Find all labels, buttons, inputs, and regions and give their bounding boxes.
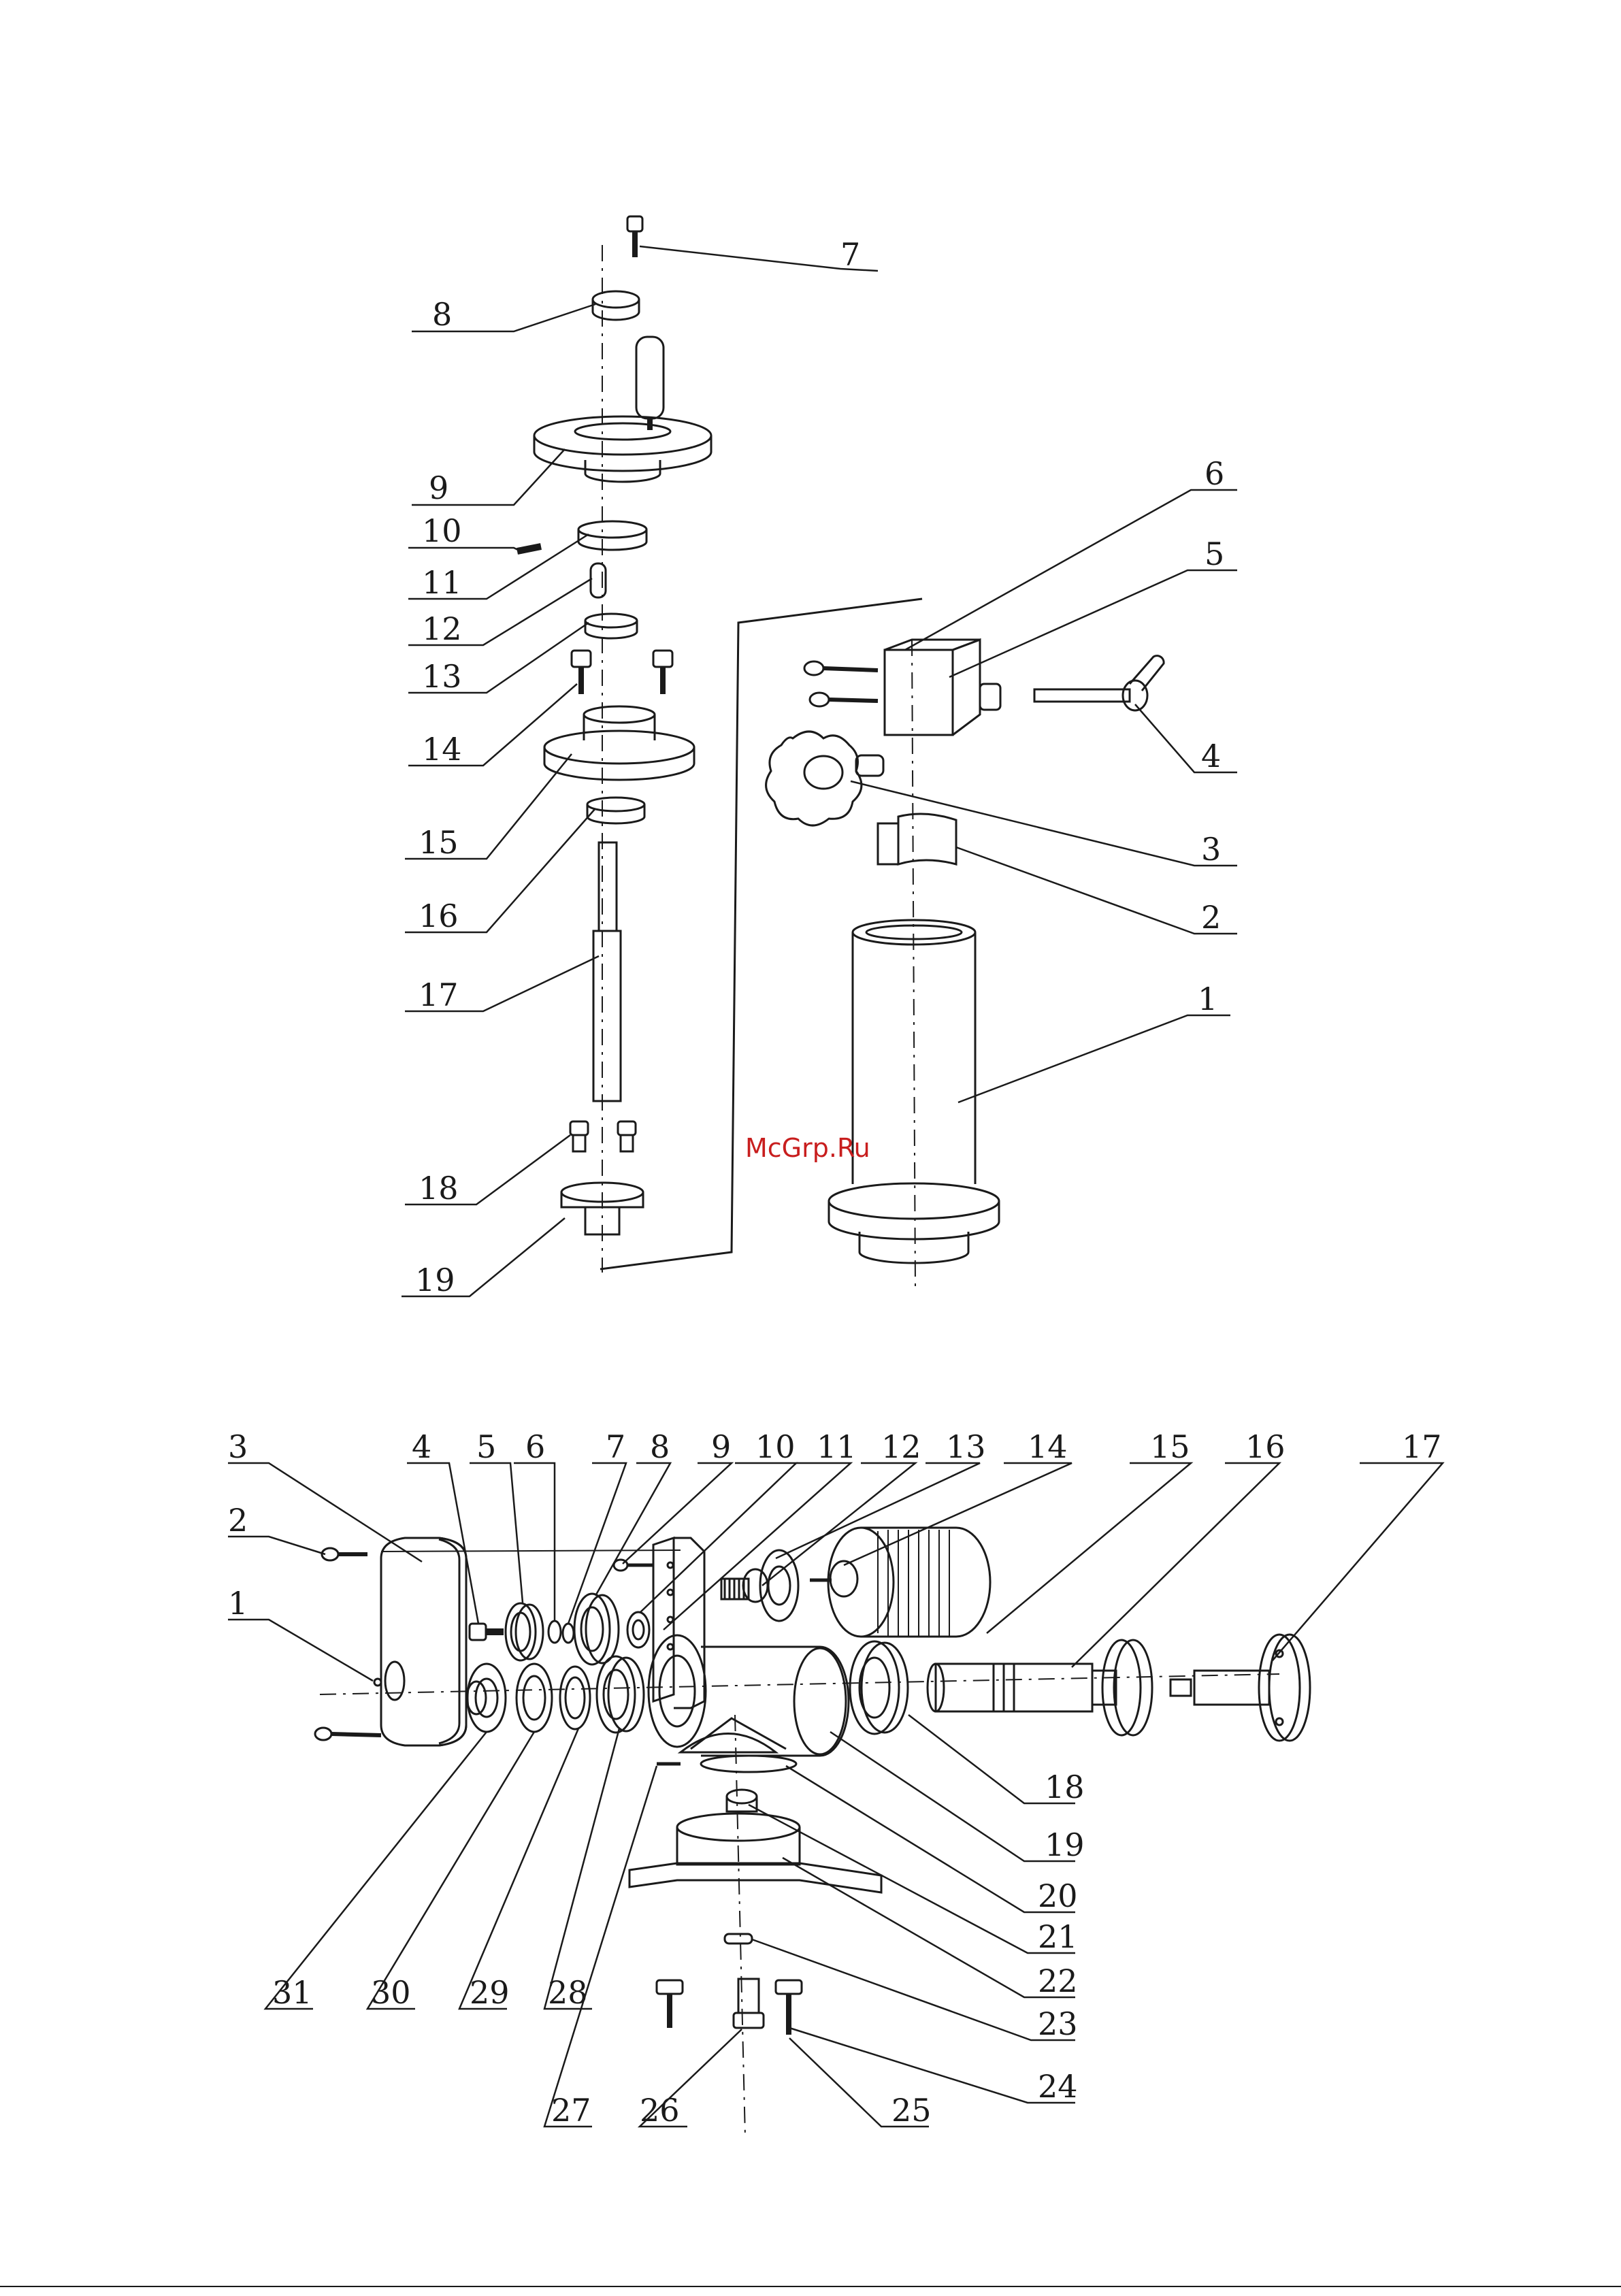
callout-bottom-2: 2 bbox=[228, 1502, 248, 1539]
part-ring-28 bbox=[597, 1656, 644, 1733]
callout-bottom-9: 9 bbox=[711, 1428, 731, 1465]
callout-bottom-10: 10 bbox=[755, 1428, 796, 1465]
callout-top-8: 8 bbox=[432, 296, 452, 333]
callout-bottom-20: 20 bbox=[1038, 1877, 1078, 1914]
callout-bottom-15: 15 bbox=[1150, 1428, 1190, 1465]
callout-bottom-27: 27 bbox=[551, 2092, 591, 2129]
part-bearing-16 bbox=[587, 798, 644, 823]
part-lever-4 bbox=[1034, 656, 1164, 710]
callout-bottom-12: 12 bbox=[881, 1428, 921, 1465]
part-clamp-block-5 bbox=[885, 640, 1000, 735]
part-bottom-long-screw bbox=[315, 1728, 381, 1740]
callout-bottom-25: 25 bbox=[891, 2092, 932, 2129]
callout-bottom-6: 6 bbox=[525, 1428, 545, 1465]
callout-top-16: 16 bbox=[419, 898, 459, 934]
part-motor-14 bbox=[810, 1528, 990, 1637]
callout-bottom-5: 5 bbox=[476, 1428, 496, 1465]
callout-top-10: 10 bbox=[422, 512, 462, 549]
callout-bottom-21: 21 bbox=[1038, 1918, 1078, 1955]
part-base-22 bbox=[629, 1814, 881, 1892]
callout-bottom-18: 18 bbox=[1045, 1769, 1085, 1805]
callout-top-11: 11 bbox=[422, 564, 462, 601]
callout-bottom-31: 31 bbox=[272, 1974, 312, 2011]
part-screws-6 bbox=[804, 661, 878, 706]
part-spacer-6 bbox=[548, 1621, 561, 1643]
callout-top-13: 13 bbox=[422, 658, 462, 695]
callout-bottom-17: 17 bbox=[1402, 1428, 1442, 1465]
part-star-knob-3 bbox=[766, 732, 883, 825]
bottom-callout-labels: 3 2 1 4 5 6 7 8 9 10 11 12 13 14 15 16 1… bbox=[228, 1428, 1442, 2129]
part-collar-11 bbox=[578, 521, 646, 550]
callout-top-5: 5 bbox=[1205, 536, 1224, 572]
callout-bottom-4: 4 bbox=[412, 1428, 431, 1465]
part-coupling-12 bbox=[721, 1579, 749, 1599]
part-bottom-screw-2 bbox=[322, 1548, 367, 1560]
callout-top-19: 19 bbox=[415, 1262, 455, 1298]
callout-top-6: 6 bbox=[1205, 455, 1224, 492]
part-motor-flange-13 bbox=[743, 1550, 798, 1621]
callout-top-15: 15 bbox=[419, 824, 459, 861]
callout-top-17: 17 bbox=[419, 977, 459, 1013]
callout-top-14: 14 bbox=[422, 731, 462, 768]
part-shaft-17 bbox=[593, 842, 621, 1101]
callout-bottom-1: 1 bbox=[228, 1585, 248, 1622]
watermark-text: McGrp.Ru bbox=[745, 1133, 870, 1163]
callout-bottom-29: 29 bbox=[470, 1974, 510, 2011]
part-spindle-16 bbox=[928, 1640, 1152, 1735]
callout-top-7: 7 bbox=[840, 236, 860, 273]
part-split-clamp-2 bbox=[878, 814, 956, 864]
callout-bottom-8: 8 bbox=[650, 1428, 670, 1465]
part-ring-29 bbox=[560, 1667, 590, 1729]
callout-top-9: 9 bbox=[429, 470, 448, 506]
callout-bottom-23: 23 bbox=[1038, 2005, 1078, 2042]
callout-bottom-22: 22 bbox=[1038, 1963, 1078, 1999]
callout-bottom-16: 16 bbox=[1245, 1428, 1286, 1465]
callout-bottom-7: 7 bbox=[606, 1428, 625, 1465]
callout-bottom-30: 30 bbox=[371, 1974, 411, 2011]
part-plate-11 bbox=[653, 1538, 704, 1708]
callout-bottom-11: 11 bbox=[817, 1428, 857, 1465]
part-gear-cover-3 bbox=[374, 1538, 466, 1745]
part-bushing-10 bbox=[627, 1612, 649, 1647]
part-gear-5 bbox=[506, 1603, 543, 1660]
part-arbor-17 bbox=[1170, 1635, 1310, 1741]
part-flange-15 bbox=[544, 706, 694, 780]
callout-top-4: 4 bbox=[1201, 738, 1221, 774]
part-bearing-30 bbox=[517, 1664, 552, 1732]
part-ring-20 bbox=[657, 1756, 796, 1772]
part-bottom-screw-9 bbox=[614, 1560, 653, 1571]
part-key-12 bbox=[591, 563, 606, 597]
callout-top-3: 3 bbox=[1201, 831, 1221, 868]
part-nut-8 bbox=[593, 291, 639, 320]
callout-top-18: 18 bbox=[419, 1170, 459, 1207]
callout-top-1: 1 bbox=[1198, 981, 1217, 1017]
bottom-assembly: 3 2 1 4 5 6 7 8 9 10 11 12 13 14 15 16 1… bbox=[228, 1428, 1443, 2137]
callout-bottom-26: 26 bbox=[640, 2092, 680, 2129]
bottom-leader-lines bbox=[228, 1463, 1443, 2127]
callout-top-12: 12 bbox=[422, 610, 462, 647]
callout-bottom-13: 13 bbox=[946, 1428, 986, 1465]
callout-bottom-24: 24 bbox=[1038, 2068, 1078, 2105]
part-bearing-13 bbox=[585, 614, 637, 638]
part-bolts-24-26 bbox=[657, 1979, 802, 2035]
part-nut-21 bbox=[727, 1790, 757, 1811]
part-head-housing-19 bbox=[649, 1635, 849, 1756]
callout-bottom-14: 14 bbox=[1028, 1428, 1068, 1465]
part-gear-7-8 bbox=[563, 1594, 619, 1664]
callout-top-2: 2 bbox=[1201, 899, 1221, 936]
callout-bottom-3: 3 bbox=[228, 1428, 248, 1465]
part-key-23 bbox=[725, 1934, 752, 1944]
callout-bottom-19: 19 bbox=[1045, 1826, 1085, 1863]
part-gear-31 bbox=[467, 1664, 506, 1732]
part-bolts-14 bbox=[572, 651, 672, 694]
part-bottom-bolt-4 bbox=[470, 1624, 504, 1640]
part-screw-7 bbox=[627, 216, 642, 257]
part-handwheel-9 bbox=[534, 416, 711, 482]
part-bearing-18 bbox=[850, 1641, 908, 1734]
callout-bottom-28: 28 bbox=[548, 1974, 588, 2011]
